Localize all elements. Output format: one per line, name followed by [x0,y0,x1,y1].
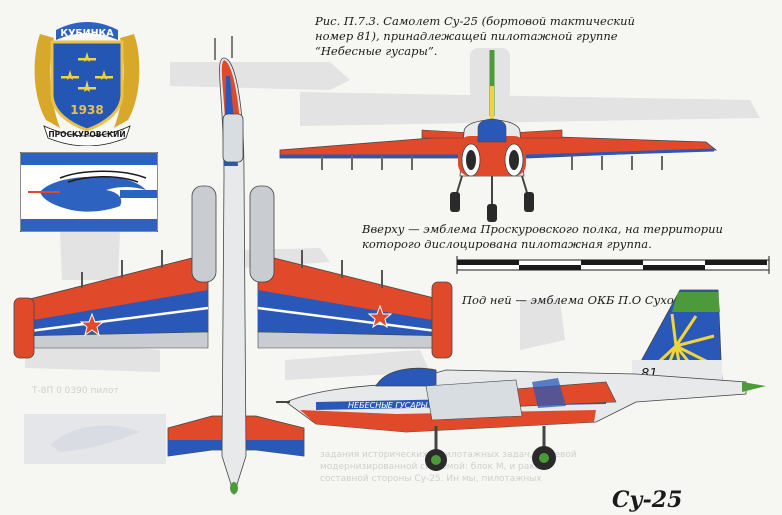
scale-bar [456,256,770,274]
aircraft-side-view: 81 НЕБЕСНЫЕ ГУСАРЫ [276,289,766,471]
aircraft-type-label: Су-25 [612,487,683,513]
aircraft-top-view [13,36,453,496]
sukhoi-emblem [20,152,158,232]
aircraft-front-view [279,50,718,222]
regiment-emblem: КУБИНКА 1938 ПРОСКУРОВСКИЙ [34,22,140,146]
note-sukhoi-emblem: Под ней — эмблема ОКБ П.О Сухого. [462,293,691,307]
emblem-year: 1938 [70,103,103,117]
fuselage-inscription: НЕБЕСНЫЕ ГУСАРЫ [348,401,428,410]
figure-caption: Рис. П.7.3. Самолет Су-25 (бортовой такт… [315,14,635,58]
note-regiment-emblem: Вверху — эмблема Проскуровского полка, н… [362,222,723,251]
emblem-bottom-text: ПРОСКУРОВСКИЙ [48,130,125,139]
emblem-top-text: КУБИНКА [60,28,114,39]
